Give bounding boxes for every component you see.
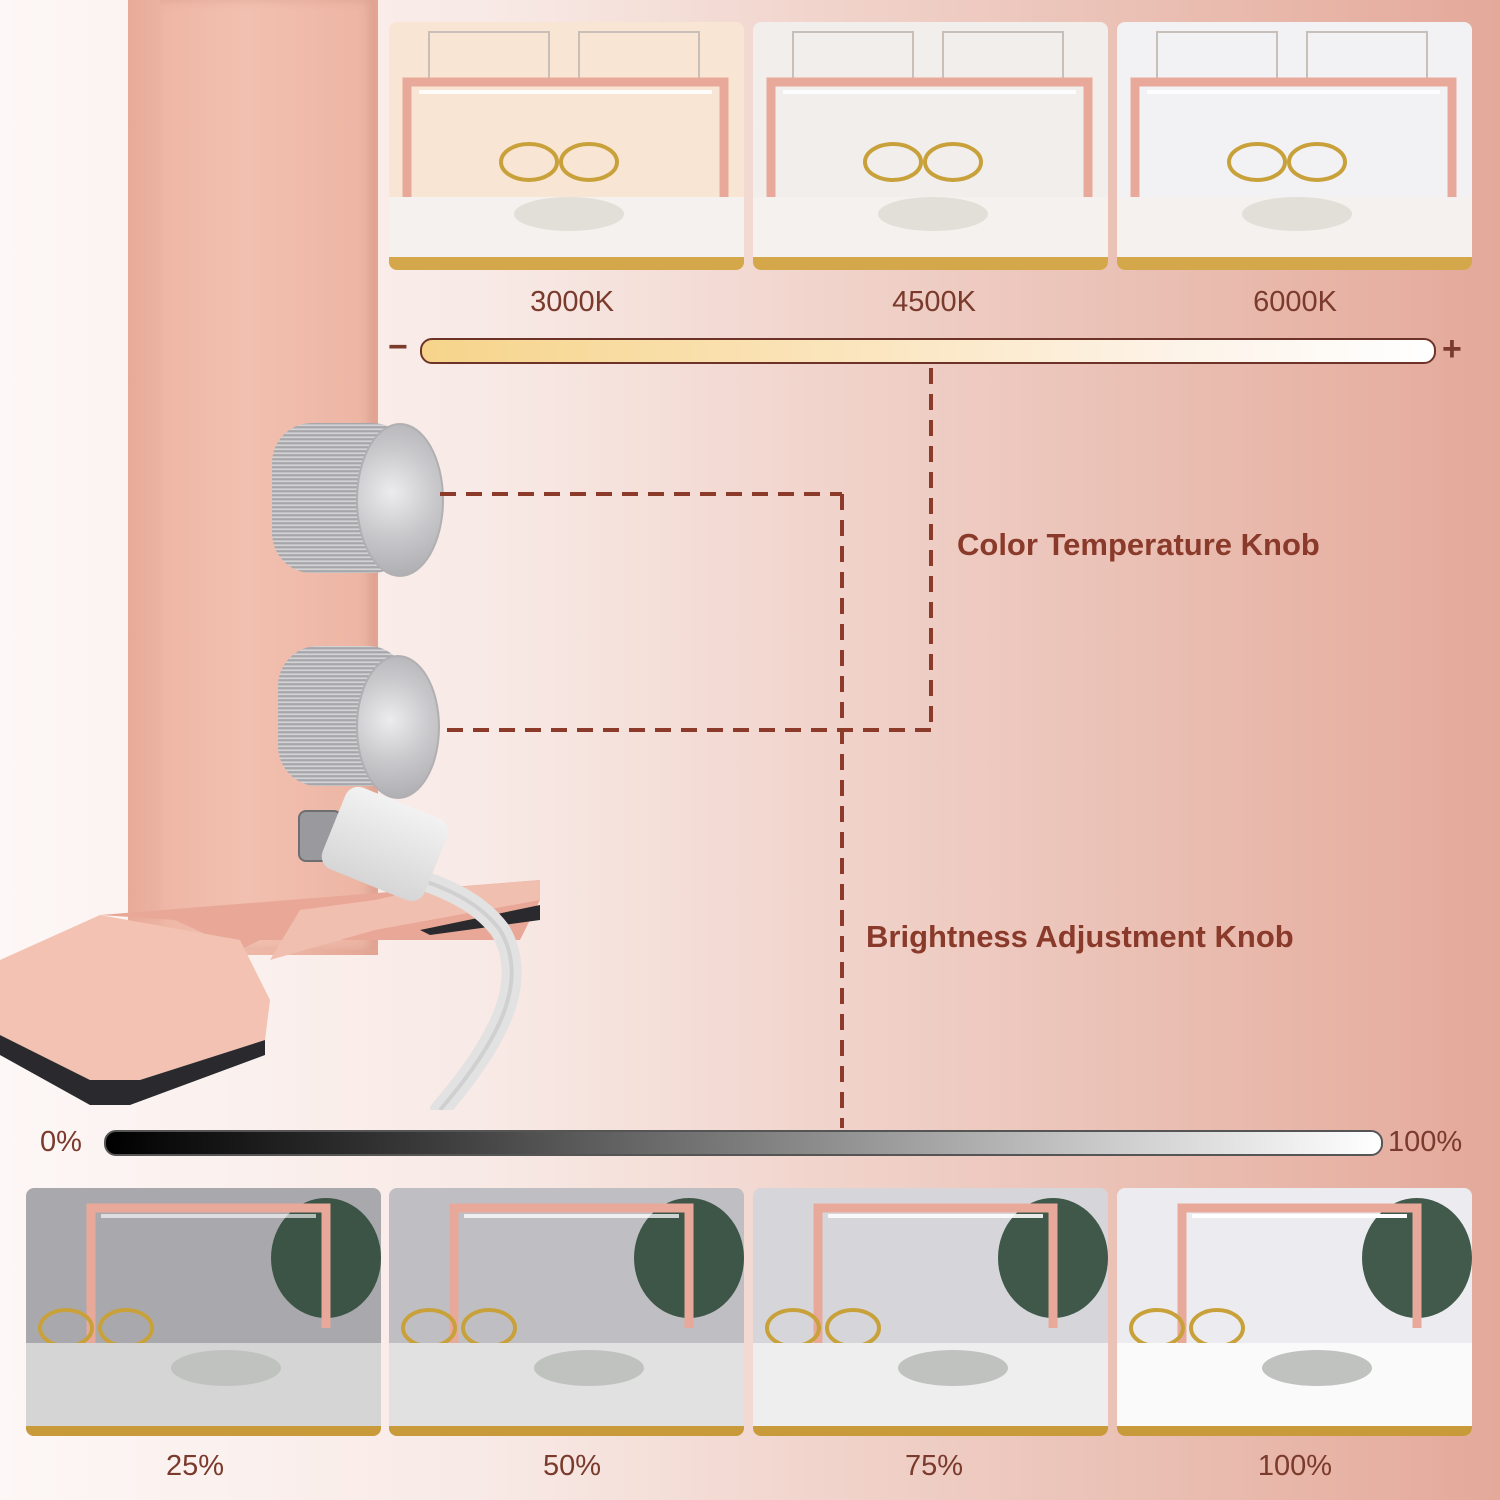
plus-sign: + — [1442, 330, 1462, 368]
temperature-thumbnail — [753, 22, 1108, 270]
temperature-thumbnail — [389, 22, 744, 270]
brightness-label-100: 100% — [1257, 1450, 1333, 1482]
brightness-label-50: 50% — [542, 1450, 602, 1482]
brightness-thumbnail — [753, 1188, 1108, 1436]
temp-label-6000: 6000K — [1253, 286, 1337, 318]
brightness-thumbnail — [26, 1188, 381, 1436]
color-temperature-callout: Color Temperature Knob — [957, 527, 1320, 562]
lamp-base — [0, 850, 540, 1110]
brightness-thumbnail — [1117, 1188, 1472, 1436]
lamp-scene-image — [753, 22, 1108, 270]
brightness-min-label: 0% — [40, 1126, 82, 1158]
temperature-thumbnail — [1117, 22, 1472, 270]
brightness-label-25: 25% — [165, 1450, 225, 1482]
minus-sign: − — [388, 328, 408, 366]
lamp-scene-image — [753, 1188, 1108, 1436]
brightness-thumbnail — [389, 1188, 744, 1436]
lamp-scene-image — [389, 1188, 744, 1436]
lamp-scene-image — [389, 22, 744, 270]
brightness-label-75: 75% — [904, 1450, 964, 1482]
lamp-scene-image — [26, 1188, 381, 1436]
temp-label-4500: 4500K — [892, 286, 976, 318]
temp-label-3000: 3000K — [530, 286, 614, 318]
brightness-bar — [104, 1130, 1383, 1156]
brightness-callout: Brightness Adjustment Knob — [866, 919, 1294, 954]
color-temperature-bar — [420, 338, 1436, 364]
brightness-max-label: 100% — [1388, 1126, 1463, 1158]
lamp-scene-image — [1117, 1188, 1472, 1436]
lamp-scene-image — [1117, 22, 1472, 270]
